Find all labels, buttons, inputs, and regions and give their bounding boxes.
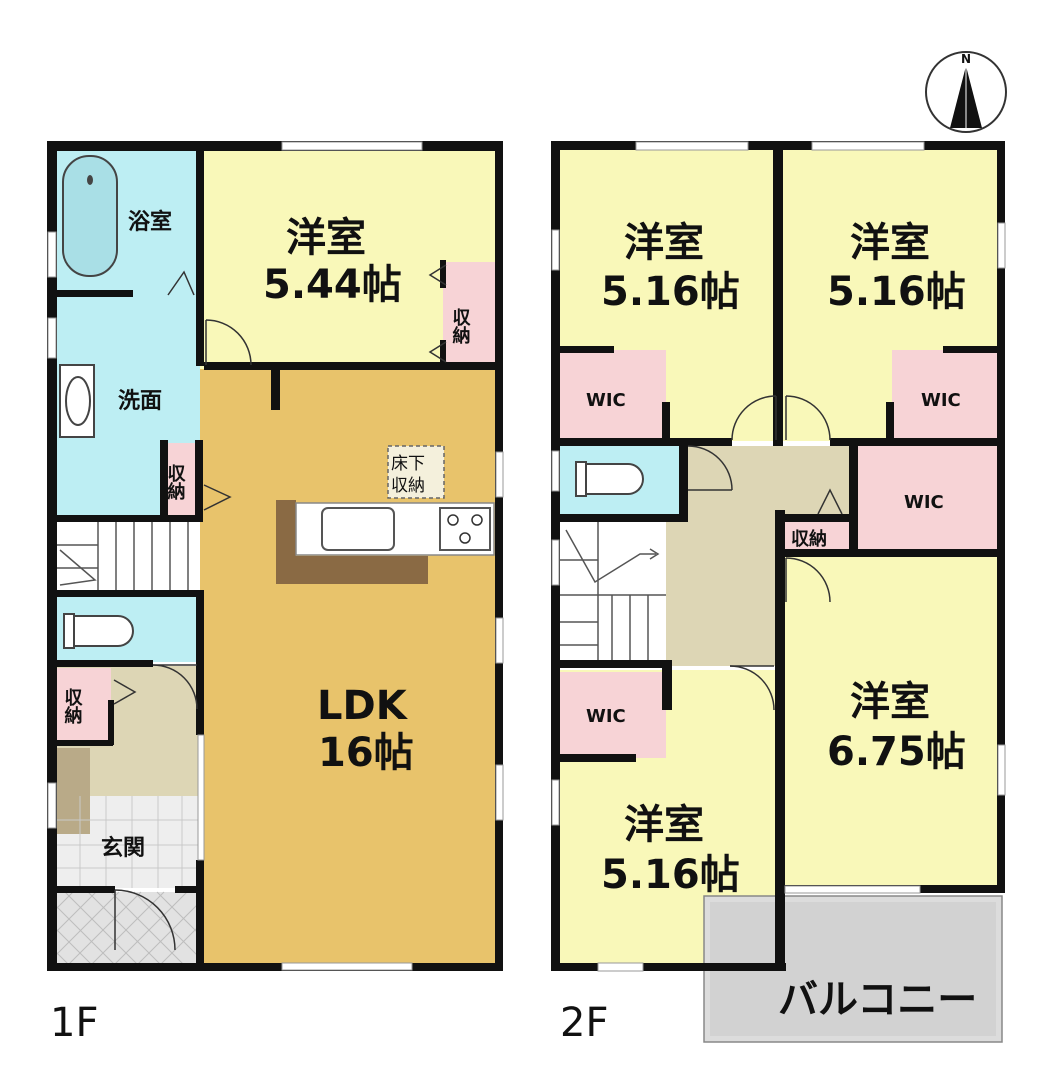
doors-2f xyxy=(687,395,843,711)
label-western-1: 洋室 xyxy=(286,215,366,261)
stairs-2f-treads xyxy=(556,518,666,666)
label-western-c-size: 6.75帖 xyxy=(827,729,966,775)
stairs-1f xyxy=(53,519,200,593)
walls-1f xyxy=(47,141,503,971)
room-closet-3-fill xyxy=(55,668,111,742)
label-ldk: LDK xyxy=(317,683,409,729)
room-closet-1 xyxy=(443,262,497,366)
compass: N xyxy=(925,51,1007,133)
room-hall-2f-lower xyxy=(662,518,778,666)
label-ldk-size: 16帖 xyxy=(318,730,414,776)
label-underfloor-1: 床下 xyxy=(391,454,425,474)
label-western-1-size: 5.44帖 xyxy=(263,262,402,308)
compass-north-label: N xyxy=(961,52,971,66)
floor-1f: 浴室 洋室 5.44帖 収納 洗面 収納 床下収納 LDK 16帖 収納 玄関 … xyxy=(47,141,504,1046)
label-wic-d: WIC xyxy=(586,706,626,727)
room-ldk xyxy=(200,369,500,969)
label-wic-a: WIC xyxy=(586,390,626,411)
floor-2f: 洋室 5.16帖 洋室 5.16帖 WIC WIC WIC 収納 WIC 洋室 … xyxy=(551,141,1006,1046)
room-western-c xyxy=(783,556,1000,888)
label-closet-4: 収納 xyxy=(791,528,827,550)
label-underfloor-2: 収納 xyxy=(391,476,425,496)
room-wic-a xyxy=(558,350,666,440)
label-entrance: 玄関 xyxy=(101,835,145,861)
label-western-b-size: 5.16帖 xyxy=(827,269,966,315)
entrance-tiles xyxy=(53,796,200,888)
floor-label-1f: 1F xyxy=(50,1000,98,1046)
room-wic-d xyxy=(558,672,666,758)
room-wic-c xyxy=(855,446,1000,554)
stairs-1f-treads xyxy=(53,519,189,593)
label-closet-3: 収納 xyxy=(62,688,83,724)
label-wic-c: WIC xyxy=(904,492,944,513)
label-western-a: 洋室 xyxy=(624,220,704,266)
floor-label-2f: 2F xyxy=(560,1000,608,1046)
label-balcony: バルコニー xyxy=(778,977,977,1023)
label-closet-2: 収納 xyxy=(165,464,186,500)
room-closet-4 xyxy=(783,520,855,554)
label-underfloor: 床下収納 xyxy=(391,454,425,496)
kitchen-counter xyxy=(276,500,428,584)
windows-2f xyxy=(551,141,1006,972)
toilet-bowl-1f xyxy=(73,615,134,647)
label-western-b: 洋室 xyxy=(850,220,930,266)
toilet-tank-2f xyxy=(575,461,587,497)
label-bath: 浴室 xyxy=(128,209,172,235)
label-western-c: 洋室 xyxy=(850,679,930,725)
label-wic-b: WIC xyxy=(921,390,961,411)
kitchen-sink xyxy=(321,507,395,551)
shoe-box xyxy=(56,748,90,834)
label-western-a-size: 5.16帖 xyxy=(601,269,740,315)
label-western-d-size: 5.16帖 xyxy=(601,852,740,898)
label-washroom: 洗面 xyxy=(118,389,162,414)
windows-1f xyxy=(47,141,504,971)
underfloor-storage-box xyxy=(387,445,445,499)
doors-1f xyxy=(113,264,447,951)
toilet-tank-1f xyxy=(63,613,75,649)
room-wic-b xyxy=(892,350,998,440)
toilet-bowl-2f xyxy=(585,463,644,495)
porch-hatch xyxy=(52,891,201,970)
label-western-d: 洋室 xyxy=(624,802,704,848)
bathtub xyxy=(62,155,118,277)
label-closet-1: 収納 xyxy=(450,308,471,344)
